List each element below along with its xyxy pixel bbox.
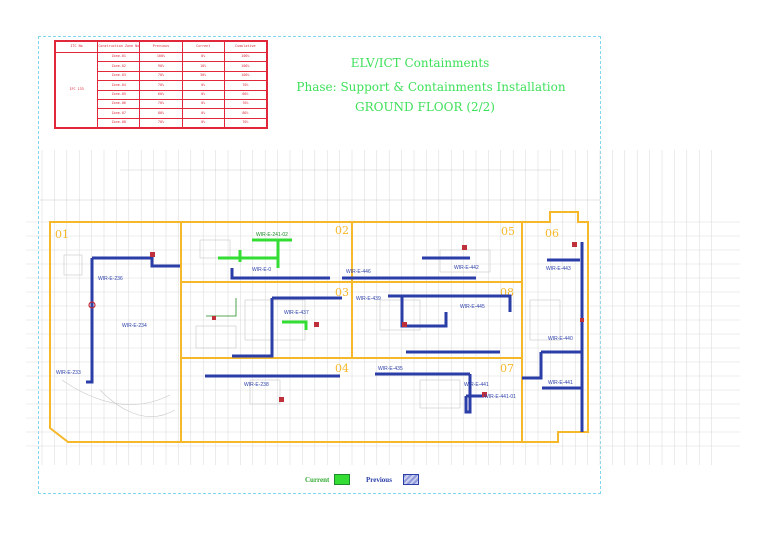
structural-grid <box>26 150 740 465</box>
zone-number: 02 <box>335 224 349 237</box>
architectural-background <box>40 169 600 417</box>
legend-previous-swatch <box>403 474 419 485</box>
table-cell: 70% <box>223 80 268 91</box>
drawing-floor: GROUND FLOOR (2/2) <box>354 100 495 114</box>
progress-status-table: ITC No Construction Zone No Previous Cur… <box>54 40 268 129</box>
table-cell: 60% <box>223 89 268 100</box>
run-label: WIR-E-241-02 <box>256 232 288 238</box>
table-cell: 70% <box>223 98 268 110</box>
table-cell: 100% <box>223 61 268 72</box>
table-row: Zone-03 70% 30% 100% <box>56 70 268 82</box>
run-label: WIR-E-446 <box>346 269 371 275</box>
current-secondary-lines <box>206 298 237 317</box>
run-label: WIR-E-238 <box>244 382 269 388</box>
zone-number: 01 <box>55 228 69 241</box>
run-label: WIR-E-441-01 <box>484 394 516 400</box>
zone-outlines <box>49 211 589 443</box>
run-label: WIR-E-236 <box>98 276 123 282</box>
legend-previous-label: Previous <box>366 476 392 484</box>
previous-containment-runs <box>86 242 584 432</box>
drawing-title: ELV/ICT Containments <box>350 56 490 70</box>
run-label: WIR-E-0 <box>252 267 271 273</box>
table-row: Zone-05 60% 0% 60% <box>56 89 268 100</box>
run-label: WIR-E-233 <box>56 370 81 376</box>
zone-number: 03 <box>335 286 349 299</box>
run-label: WIR-E-440 <box>548 336 573 342</box>
zone-number: 07 <box>500 362 514 375</box>
run-label: WIR-E-234 <box>122 323 147 329</box>
table-row: Zone-07 80% 0% 80% <box>56 108 268 119</box>
table-cell: 70% <box>223 117 268 129</box>
run-label: WIR-E-441 <box>548 380 573 386</box>
legend-current-label: Current <box>305 476 330 484</box>
zone-number: 06 <box>545 227 559 240</box>
run-label: WIR-E-445 <box>460 304 485 310</box>
legend-current-swatch <box>334 474 350 485</box>
table-row: Zone-06 70% 0% 70% <box>56 98 268 110</box>
run-label: WIR-E-439 <box>356 296 381 302</box>
table-row: Zone-02 90% 10% 100% <box>56 61 268 72</box>
current-containment-runs <box>218 238 308 330</box>
table-row: Zone-08 70% 0% 70% <box>56 117 268 129</box>
zone-number: 05 <box>501 225 515 238</box>
run-label: WIR-E-442 <box>454 265 479 271</box>
run-label: WIR-E-441 <box>464 382 489 388</box>
table-row: Zone-04 70% 0% 70% <box>56 80 268 91</box>
table-cell: 100% <box>223 70 268 82</box>
run-label: WIR-E-443 <box>546 266 571 272</box>
equipment-markers <box>88 242 584 402</box>
drawing-phase: Phase: Support & Containments Installati… <box>296 80 566 94</box>
run-label: WIR-E-437 <box>284 310 309 316</box>
drawing-sheet-border <box>38 36 601 494</box>
table-cell-group: IFC 133 <box>54 52 99 128</box>
zone-number: 04 <box>335 362 349 375</box>
table-cell: 80% <box>223 108 268 119</box>
run-labels: WIR-E-236 WIR-E-234 WIR-E-233 WIR-E-241-… <box>56 232 573 400</box>
run-label: WIR-E-435 <box>378 366 403 372</box>
